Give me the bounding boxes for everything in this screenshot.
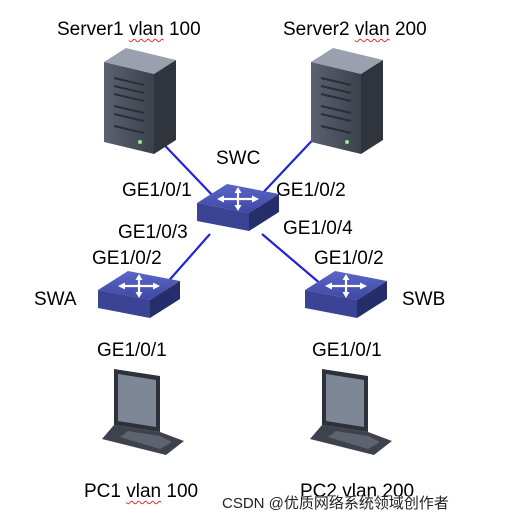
port-swb-ge1-0-2: GE1/0/2: [314, 248, 384, 269]
port-swc-ge1-0-4: GE1/0/4: [283, 218, 353, 239]
server1-vlan-word: vlan: [128, 19, 164, 40]
server1-vlan-id: 100: [168, 19, 201, 40]
link-swc-swa: [164, 233, 211, 286]
csdn-watermark: CSDN @优质网络系统领域创作者: [220, 495, 451, 512]
server1-icon: [103, 47, 177, 155]
port-swc-ge1-0-3: GE1/0/3: [118, 222, 188, 243]
port-swb-ge1-0-1: GE1/0/1: [312, 340, 382, 361]
pc2-laptop-icon: [310, 369, 392, 455]
server2-icon: [310, 47, 384, 155]
server2-vlan-id: 200: [394, 19, 427, 40]
server2-name: Server2: [283, 19, 350, 40]
swb-switch-icon: [303, 269, 389, 320]
server1-name: Server1: [57, 19, 124, 40]
server1-label: Server1 vlan 100: [57, 20, 201, 39]
swc-label: SWC: [216, 148, 261, 169]
swa-label: SWA: [34, 289, 77, 310]
port-swc-ge1-0-1: GE1/0/1: [122, 180, 192, 201]
pc1-vlan-word: vlan: [126, 481, 162, 502]
swb-label: SWB: [402, 289, 446, 310]
swa-switch-icon: [96, 269, 182, 320]
link-swc-swb: [261, 233, 323, 286]
port-swa-ge1-0-1: GE1/0/1: [97, 340, 167, 361]
server2-vlan-word: vlan: [354, 19, 390, 40]
server2-label: Server2 vlan 200: [283, 20, 427, 39]
pc1-vlan-id: 100: [166, 481, 199, 502]
pc1-label: PC1 vlan 100: [84, 482, 198, 501]
port-swa-ge1-0-2: GE1/0/2: [92, 248, 162, 269]
pc1-name: PC1: [84, 481, 121, 502]
pc1-laptop-icon: [102, 369, 184, 455]
port-swc-ge1-0-2: GE1/0/2: [276, 180, 346, 201]
